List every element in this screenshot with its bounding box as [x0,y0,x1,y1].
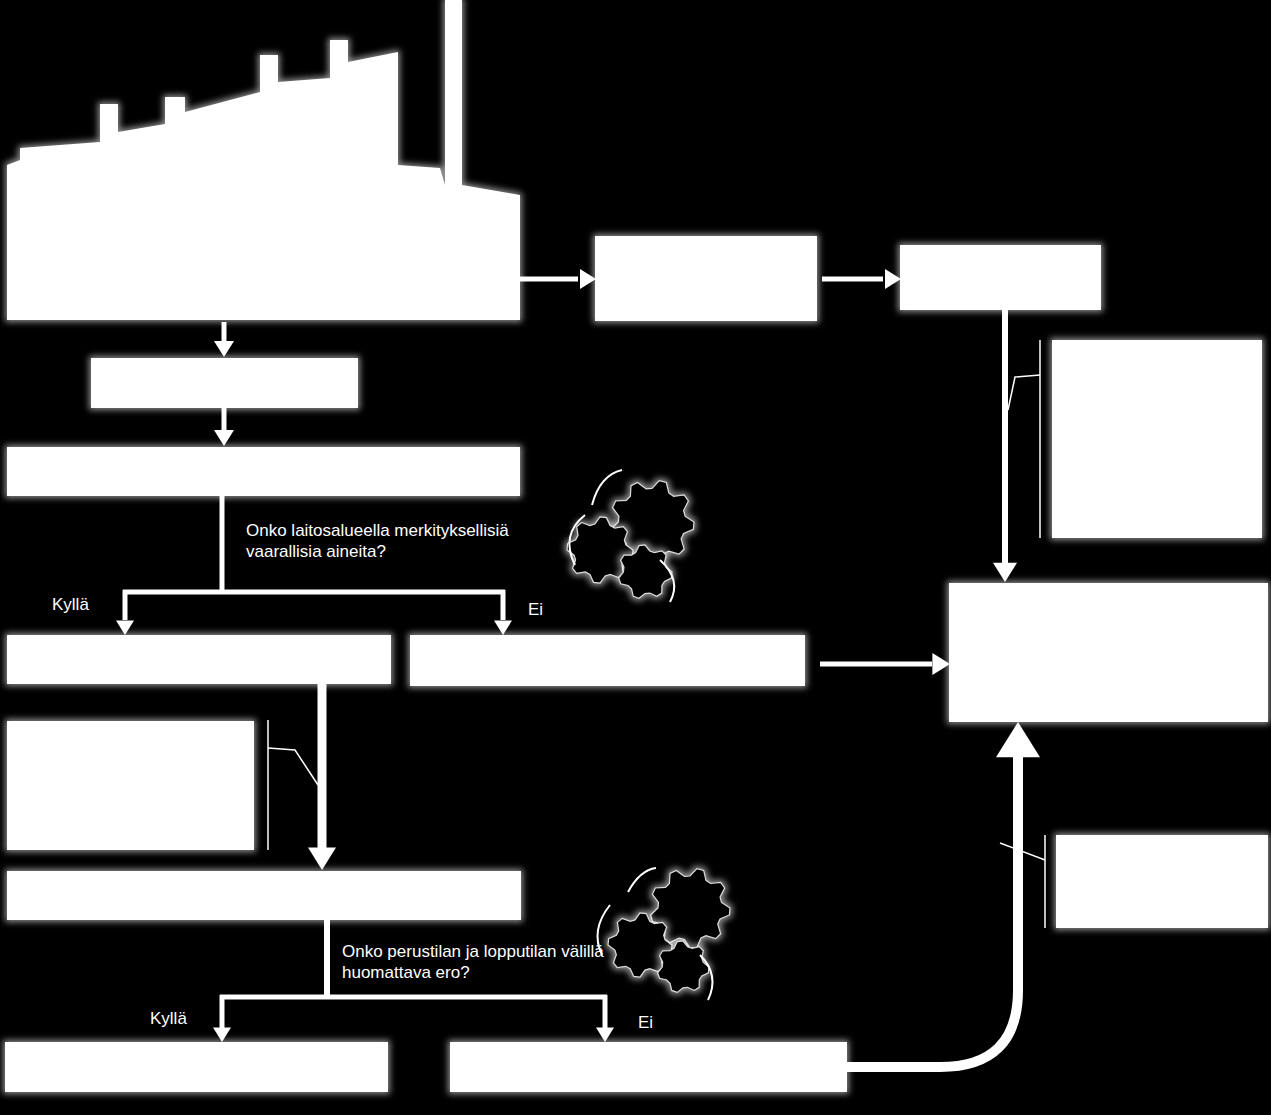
arrow-shaft [822,277,883,282]
arrow-shaft [603,995,608,1028]
answer-label: Ei [638,1012,653,1033]
question-label: Onko perustilan ja lopputilan välillä hu… [342,941,610,983]
arrow-head [596,1028,614,1042]
arrow-head [116,621,134,635]
process-box [91,358,358,408]
answer-label: Kyllä [52,594,89,615]
process-box [410,635,805,686]
answer-label: Kyllä [150,1008,187,1029]
arrow-shaft [222,322,227,341]
bracket-line [268,748,318,785]
arrow-head [996,722,1040,757]
process-box [7,447,520,496]
process-box [5,1042,388,1092]
arrow-head [214,341,234,357]
factory-silhouette [7,0,520,320]
process-box [7,635,391,684]
arrow-head [213,1028,231,1042]
bracket-line [1008,375,1040,410]
connector-line [220,995,607,1000]
process-box [450,1042,847,1092]
connector-line [123,590,505,595]
rotation-arrow [569,515,585,565]
arrow-shaft [220,995,225,1028]
arrow-head [932,653,950,675]
arrow-shaft [222,408,227,430]
gear-icon [619,545,672,598]
bracket-line [1039,340,1041,538]
connector-line [324,920,330,997]
process-box [7,721,254,850]
arrow-shaft [1002,310,1008,564]
gear-icon [658,941,709,992]
arrow-head [494,621,512,635]
process-box [7,871,521,920]
connector-line [220,496,225,592]
bracket-line [1044,835,1046,928]
arrow-head [308,848,336,870]
process-box [1056,835,1268,928]
arrow-head [214,430,234,446]
arrow-head [885,269,901,289]
bracket-line [267,720,269,850]
answer-label: Ei [528,599,543,620]
rotation-arrow [592,470,622,505]
question-label: Onko laitosalueella merkityksellisiä vaa… [246,520,556,562]
curved-arrow [847,745,1018,1067]
process-box [900,245,1101,310]
rotation-arrow [700,955,713,1000]
arrow-shaft [820,662,932,667]
arrow-shaft [123,590,128,620]
arrow-shaft [520,277,578,282]
rotation-arrow [660,560,674,602]
arrow-head [580,269,596,289]
arrow-head [993,563,1017,582]
arrow-shaft [501,590,506,620]
process-box [595,236,817,321]
rotation-arrow [628,868,656,892]
bracket-line [1000,843,1045,860]
process-box [949,583,1268,722]
arrow-shaft [318,684,327,852]
process-box [1052,340,1262,538]
